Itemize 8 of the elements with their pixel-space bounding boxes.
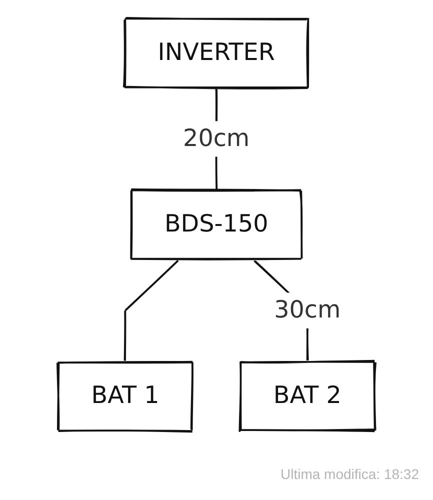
node-text: BDS-150 [164, 210, 268, 238]
edge-label: 20cm [183, 124, 250, 152]
edge-label: 30cm [274, 296, 341, 324]
connector [124, 260, 179, 362]
node-text: BAT 2 [273, 382, 342, 410]
node-text: BAT 1 [91, 382, 160, 410]
node-text: INVERTER [158, 39, 275, 66]
note-text: Ultima modifica: 18:32 [280, 466, 419, 482]
